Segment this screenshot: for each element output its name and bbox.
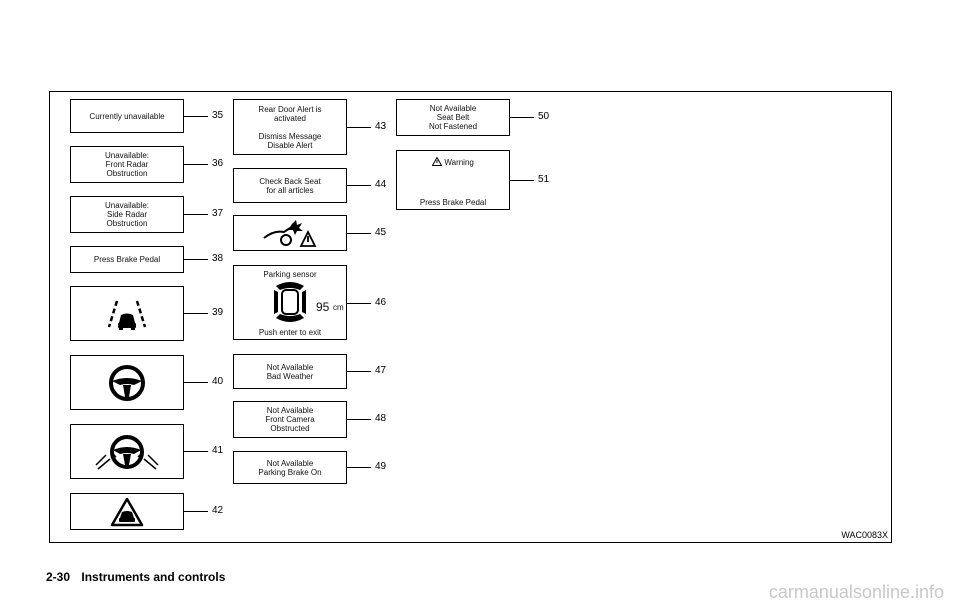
hands-on-wheel-icon (95, 434, 159, 470)
panel-47: Not Available Bad Weather (233, 354, 347, 389)
callout-line (347, 233, 371, 234)
panel-line: Front Radar (105, 160, 149, 169)
panel-line: for all articles (266, 185, 314, 195)
panel-line: Side Radar (106, 210, 148, 219)
panel-43: Rear Door Alert is activated Dismiss Mes… (233, 99, 347, 155)
warning-body: Press Brake Pedal (419, 198, 487, 207)
callout-number: 48 (375, 413, 387, 424)
collision-warning-icon (263, 220, 317, 247)
panel-line: Not Available (266, 406, 314, 415)
callout-number: 44 (375, 179, 387, 190)
callout-line (184, 214, 208, 215)
callout-line (184, 116, 208, 117)
panel-line: Seat Belt (436, 113, 470, 122)
figure-code: WAC0083X (841, 530, 888, 540)
callout-number: 39 (212, 307, 224, 318)
panel-line: Not Available (266, 458, 314, 468)
panel-35: Currently unavailable (70, 99, 184, 133)
panel-line: Not Fastened (428, 122, 478, 131)
callout-number: 35 (212, 110, 224, 121)
warning-triangle-icon (431, 156, 443, 166)
callout-number: 43 (375, 121, 387, 132)
callout-number: 45 (375, 227, 387, 238)
callout-number: 41 (212, 445, 224, 456)
parking-sensor-title: Parking sensor (263, 270, 317, 279)
panel-37: Unavailable: Side Radar Obstruction (70, 196, 184, 233)
callout-number: 50 (538, 111, 550, 122)
callout-number: 47 (375, 365, 387, 376)
callout-number: 49 (375, 461, 387, 472)
watermark: carmanualsonline.info (768, 582, 944, 602)
callout-line (510, 180, 534, 181)
panel-44: Check Back Seat for all articles (233, 168, 347, 203)
callout-line (184, 259, 208, 260)
callout-number: 38 (212, 253, 224, 264)
panel-41 (70, 424, 184, 479)
panel-line: Press Brake Pedal (93, 255, 161, 264)
panel-40 (70, 355, 184, 410)
panel-line: Dismiss Message (258, 131, 322, 141)
car-warning-triangle-icon (110, 497, 144, 526)
figure-frame (49, 91, 892, 543)
panel-51: Warning Press Brake Pedal (396, 150, 510, 210)
panel-line: Front Camera (265, 415, 315, 424)
parking-distance-unit: cm (333, 303, 344, 312)
panel-36: Unavailable: Front Radar Obstruction (70, 146, 184, 183)
callout-line (184, 382, 208, 383)
panel-line: Disable Alert (267, 140, 313, 150)
panel-49: Not Available Parking Brake On (233, 451, 347, 484)
panel-50: Not Available Seat Belt Not Fastened (396, 99, 510, 136)
callout-line (347, 467, 371, 468)
page-footer: 2-30 Instruments and controls (46, 570, 225, 584)
callout-number: 37 (212, 208, 224, 219)
callout-number: 46 (375, 297, 387, 308)
panel-line: Bad Weather (266, 371, 314, 381)
callout-line (510, 117, 534, 118)
callout-number: 51 (538, 174, 550, 185)
panel-line: Obstructed (270, 424, 310, 433)
callout-line (184, 313, 208, 314)
callout-number: 40 (212, 376, 224, 387)
panel-line: Obstruction (106, 169, 148, 178)
panel-line: Rear Door Alert is (258, 104, 322, 114)
panel-38: Press Brake Pedal (70, 246, 184, 273)
lane-departure-icon (107, 300, 147, 330)
panel-46: Parking sensor 95 cm Push enter to exit (233, 265, 347, 340)
panel-line: Currently unavailable (89, 111, 165, 121)
warning-title-row: Warning (431, 156, 474, 167)
panel-48: Not Available Front Camera Obstructed (233, 401, 347, 438)
callout-number: 42 (212, 505, 224, 516)
page-number: 2-30 (46, 570, 71, 584)
panel-39 (70, 286, 184, 341)
panel-line: Not Available (266, 362, 314, 372)
panel-line: Unavailable: (104, 201, 150, 210)
panel-line: Unavailable: (104, 151, 150, 160)
parking-sensor-icon (274, 282, 306, 322)
callout-line (184, 511, 208, 512)
callout-line (347, 371, 371, 372)
callout-number: 36 (212, 158, 224, 169)
callout-line (184, 451, 208, 452)
panel-line: Check Back Seat (259, 176, 321, 186)
callout-line (347, 127, 371, 128)
callout-line (347, 303, 371, 304)
panel-42 (70, 493, 184, 530)
panel-line: Parking Brake On (258, 467, 322, 477)
panel-45 (233, 215, 347, 251)
section-title: Instruments and controls (81, 570, 226, 584)
panel-line: activated (273, 113, 307, 123)
callout-line (184, 164, 208, 165)
callout-line (347, 419, 371, 420)
panel-line: Not Available (429, 104, 477, 113)
panel-line: Obstruction (106, 219, 148, 228)
callout-line (347, 185, 371, 186)
parking-sensor-footer: Push enter to exit (258, 328, 322, 337)
steering-wheel-icon (109, 364, 145, 401)
parking-distance-value: 95 (316, 300, 330, 314)
warning-title: Warning (444, 158, 474, 167)
